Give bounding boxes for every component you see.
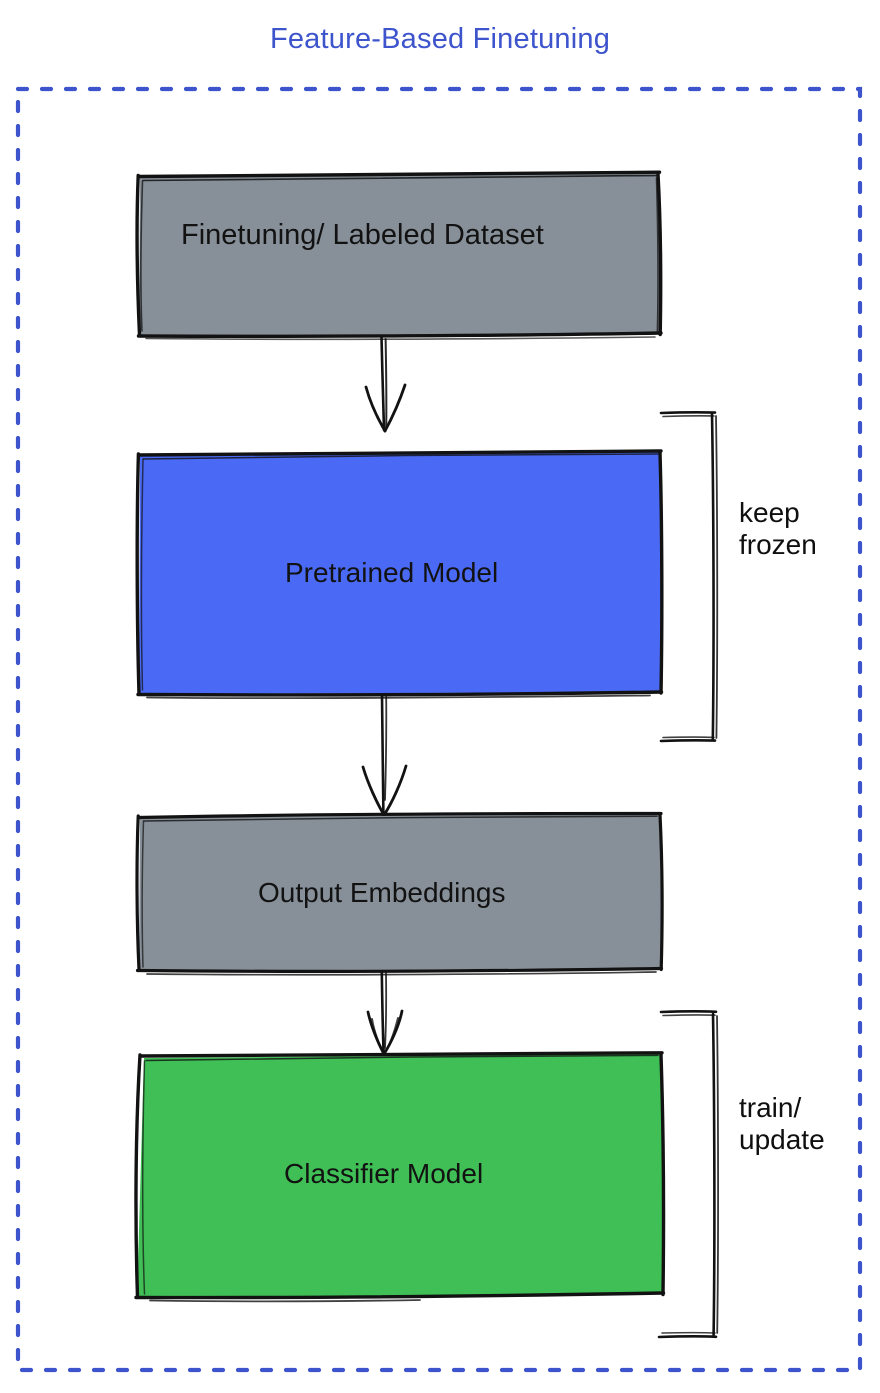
- edge3-head-right-b: [383, 1017, 399, 1055]
- bracket-train-update-arm-bottom: [657, 1335, 718, 1339]
- node-dataset-sketch-left: [140, 180, 144, 332]
- bracket-train-update-spine-b: [716, 1015, 719, 1334]
- edge-dataset-pretrained: [364, 335, 407, 433]
- bracket-keep-frozen-arm-top-b: [662, 415, 715, 418]
- node-pretrained-sketch-bottom: [146, 694, 651, 700]
- node-dataset-stroke-left: [135, 173, 142, 337]
- bracket-train-update-arm-top-b: [662, 1014, 716, 1017]
- bracket-keep-frozen: [659, 411, 719, 743]
- node-embeddings-stroke-right: [658, 812, 664, 972]
- node-pretrained-sketch-top: [142, 453, 659, 460]
- edge1-head-right: [383, 383, 407, 433]
- edge1-shaft-b: [384, 338, 388, 429]
- node-embeddings-sketch-left: [141, 820, 145, 968]
- node-classifier-stroke-top: [140, 1051, 664, 1058]
- node-dataset-stroke-bottom: [136, 331, 663, 339]
- edge1-shaft-a: [380, 335, 386, 432]
- node-dataset-fill: [139, 173, 660, 336]
- node-embeddings-stroke-left: [135, 814, 141, 972]
- node-pretrained-fill: [139, 452, 661, 694]
- node-embeddings-stroke-bottom: [135, 966, 664, 973]
- node-classifier-fill: [137, 1054, 663, 1298]
- diagram-frame: [15, 86, 863, 1373]
- node-dataset-stroke-right: [656, 172, 663, 337]
- bracket-keep-frozen-arm-top: [659, 411, 717, 415]
- edge2-head-right: [382, 764, 408, 817]
- edge1-head-left: [364, 385, 387, 433]
- node-dataset-sketch-bottom: [145, 336, 656, 341]
- node-classifier-sketch-bottom: [149, 1299, 421, 1303]
- node-embeddings-sketch-top: [143, 815, 658, 822]
- node-pretrained-stroke-top: [137, 449, 663, 457]
- bracket-train-update-arm-top: [659, 1010, 718, 1014]
- frame-dashed-border: [15, 86, 863, 1373]
- node-classifier-sketch-left: [141, 1060, 146, 1295]
- node-embeddings-stroke-top: [136, 811, 663, 820]
- node-embeddings[interactable]: [135, 811, 664, 976]
- edge-embeddings-classifier: [366, 970, 404, 1056]
- annotation-train-update-label: train/ update: [739, 1092, 825, 1156]
- node-embeddings-sketch-bottom: [146, 971, 657, 976]
- node-pretrained[interactable]: [135, 449, 664, 700]
- node-classifier-sketch-top: [145, 1054, 659, 1062]
- edge3-shaft-b: [384, 972, 388, 1049]
- edge2-shaft-b: [384, 696, 388, 801]
- edge3-head-left-b: [371, 1018, 385, 1055]
- bracket-keep-frozen-arm-bottom: [659, 739, 717, 743]
- bracket-keep-frozen-spine: [710, 412, 715, 742]
- node-classifier-stroke-right: [659, 1052, 666, 1297]
- bracket-keep-frozen-spine-b: [715, 415, 719, 739]
- node-pretrained-stroke-right: [658, 450, 664, 695]
- annotation-keep-frozen-label: keep frozen: [739, 497, 817, 561]
- node-pretrained-stroke-bottom: [136, 690, 664, 697]
- node-pretrained-sketch-left: [140, 458, 144, 691]
- edge-pretrained-embeddings: [361, 694, 408, 817]
- page-title: Feature-Based Finetuning: [269, 23, 611, 55]
- bracket-train-update: [657, 1010, 719, 1339]
- edge3-shaft-a: [380, 970, 385, 1055]
- bracket-train-update-spine: [711, 1012, 716, 1337]
- node-classifier-stroke-bottom: [134, 1291, 666, 1300]
- node-embeddings-fill: [139, 814, 661, 971]
- node-classifier[interactable]: [134, 1051, 666, 1303]
- node-dataset-sketch-right: [655, 177, 659, 332]
- node-dataset[interactable]: [135, 170, 663, 341]
- edge2-shaft-a: [380, 694, 385, 816]
- node-dataset-stroke-top: [137, 170, 662, 179]
- edge2-head-left: [361, 765, 386, 817]
- node-classifier-stroke-left: [134, 1053, 142, 1299]
- node-pretrained-stroke-left: [135, 452, 141, 696]
